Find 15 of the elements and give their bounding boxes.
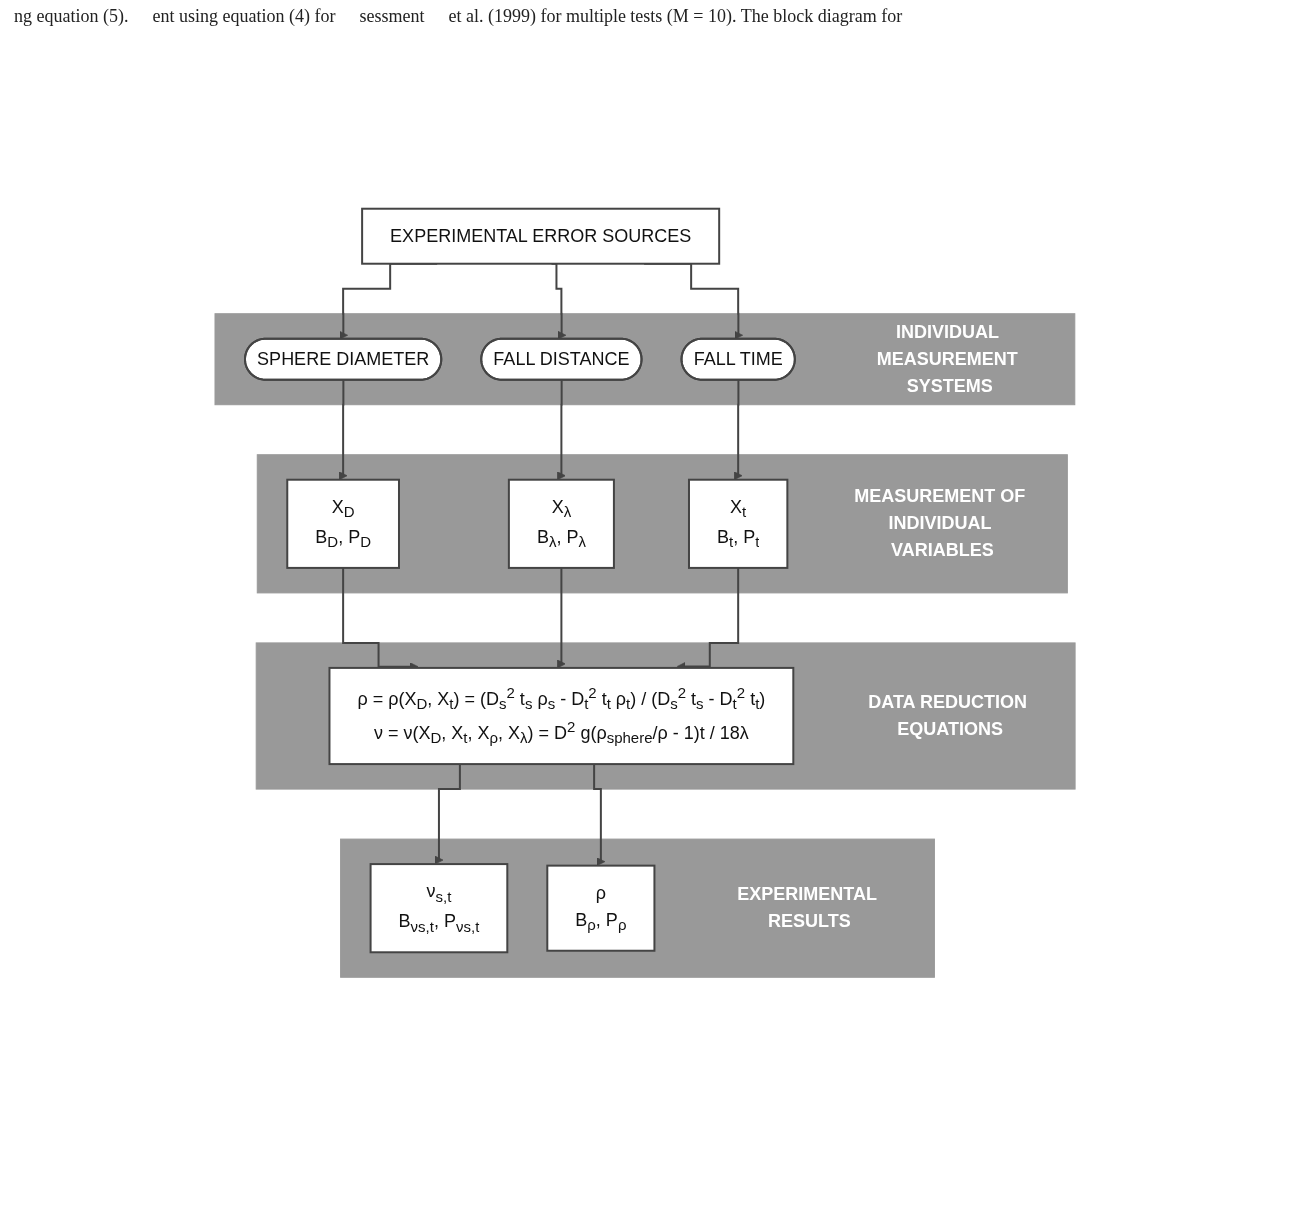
node-box: EXPERIMENTAL ERROR SOURCES	[361, 207, 721, 265]
node-box: X$_{D}$ B$_{D}$, P$_{D}$	[286, 478, 401, 569]
document-text: ent using equation (4) for	[152, 6, 336, 27]
arrow	[734, 379, 743, 481]
node-box: X$_{t}$ B$_{t}$, P$_{t}$	[688, 478, 789, 569]
node-box: ρ = ρ(X$_{D}$, X$_{t}$) = (D$_{s}$$^{2}$ t$_{s}$ ρ$_{s}$ - D$_{t}$$^{2}$ t$_{t}$ ρ$_{t}$) / (D$_{s}$$^{2}$ t$_{s}$ - D$_{t}$$^{2}$ t$_{t}$) ν = ν(X$_{D}$, X$_{t}$, X$_{ρ}$, X$_{λ}$) = D$^{2}$ g(ρ$_{sphere}$/ρ - 1)t / 18λ	[328, 666, 795, 766]
node-box: ν$_{s,t}$ B$_{νs,t}$, P$_{νs,t}$	[370, 863, 509, 954]
node-box: X$_{λ}$ B$_{λ}$, P$_{λ}$	[508, 478, 616, 569]
document-text: sessment	[359, 6, 425, 27]
arrow	[557, 379, 567, 481]
arrow	[557, 566, 567, 669]
node-box: ρ B$_{ρ}$, P$_{ρ}$	[546, 864, 656, 952]
document-text: ng equation (5).	[14, 6, 129, 27]
arrow	[339, 379, 348, 481]
document-text: et al. (1999) for multiple tests (M = 10). The block diagram for	[448, 6, 903, 27]
